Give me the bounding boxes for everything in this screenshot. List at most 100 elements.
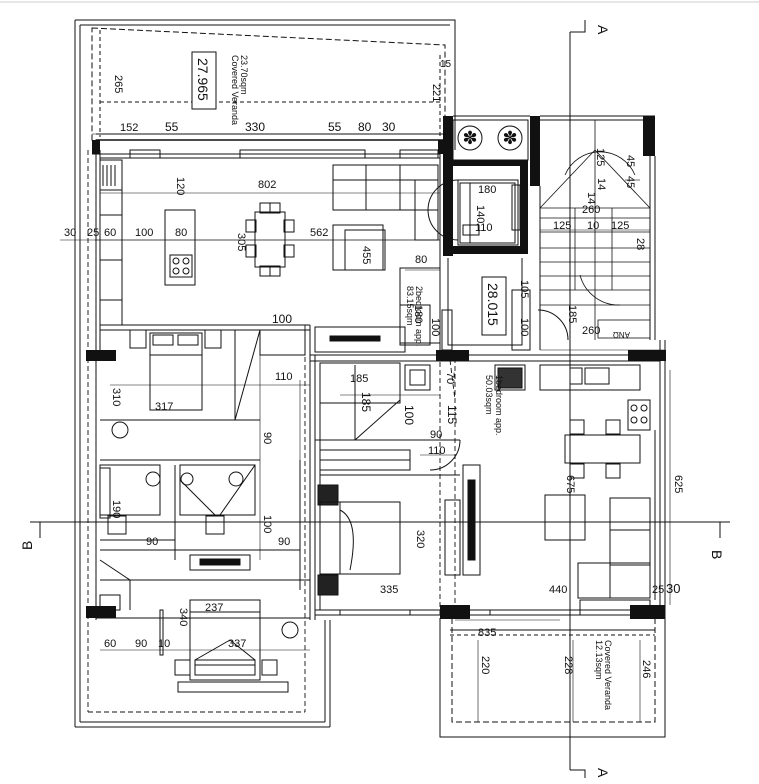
dim: 180: [478, 184, 496, 196]
section-a-top: A: [595, 25, 611, 35]
dim: 100: [429, 318, 441, 336]
south-veranda-area: 12.13sqm: [594, 640, 604, 680]
dim: 70: [444, 372, 456, 384]
dim: 115: [445, 405, 459, 424]
south-veranda-title: Covered Veranda: [603, 640, 613, 710]
bedroom-2: [100, 329, 306, 461]
dim: 330: [245, 120, 265, 134]
dim: 310: [110, 388, 122, 406]
dim: 305: [235, 233, 247, 251]
dim: 10: [158, 638, 170, 650]
dim: 80: [358, 120, 372, 134]
dim: 90: [278, 536, 290, 548]
dim: 30: [382, 120, 396, 134]
dim: 337: [228, 638, 246, 650]
dim: 100: [402, 405, 416, 425]
dim: 260: [582, 325, 600, 337]
dim: 60: [104, 227, 116, 239]
section-a-bottom: A: [595, 768, 611, 778]
stair-up-sign: ΑΝΩ: [613, 330, 630, 339]
dim: 140: [474, 205, 486, 223]
dim: 237: [205, 602, 223, 614]
section-b-left: B: [19, 541, 35, 550]
dim: 80: [175, 227, 187, 239]
dim: 675: [564, 475, 576, 493]
core-lift: [427, 179, 569, 351]
svg-text:✽: ✽: [462, 128, 477, 149]
dim: 185: [350, 373, 368, 385]
plants: ✽ ✽: [452, 119, 529, 161]
dim: 60: [104, 638, 116, 650]
apartment-box-value: 28.015: [485, 283, 501, 326]
dim: 440: [549, 584, 567, 596]
dimension-labels: 152 55 330 55 80 30 15 802 30 25 60 100 …: [64, 59, 680, 650]
dim: 455: [360, 246, 372, 264]
veranda-title: Covered Veranda: [230, 55, 240, 125]
dim: 180: [412, 305, 424, 323]
dim: 220: [479, 656, 491, 674]
app1-title: 1bedroom app.: [494, 375, 504, 436]
apartment-2bed-label: 2bedroom app. 83.15sqm: [405, 286, 424, 347]
section-markers: A A B B: [19, 25, 725, 778]
dim: 320: [414, 530, 426, 548]
stairs: [539, 120, 651, 340]
dim: 625: [672, 475, 684, 493]
dim: 562: [310, 227, 328, 239]
dim: 221: [430, 84, 442, 102]
north-windows: [129, 149, 439, 159]
dim: 90: [430, 429, 442, 441]
dim: 110: [275, 371, 293, 383]
dim: 30: [666, 581, 680, 596]
dim: 265: [112, 75, 124, 93]
dim: 55: [328, 120, 342, 134]
veranda-area: 23.70sqm: [239, 55, 249, 95]
apartment-1bed-label: 1bedroom app. 50.03sqm: [484, 375, 504, 436]
one-bed-apartment: [315, 362, 656, 616]
dim: 260: [582, 204, 600, 216]
dim: 228: [562, 656, 574, 674]
dim: 100: [135, 227, 153, 239]
dim: 90: [135, 638, 147, 650]
dim: 835: [478, 627, 496, 639]
dim: 90: [146, 536, 158, 548]
dim: 100: [261, 515, 273, 533]
dim: 45: [624, 155, 636, 167]
dimension-lines: [60, 133, 671, 722]
dim: 246: [640, 660, 652, 678]
bathrooms-left: [99, 460, 310, 611]
dim: 335: [380, 584, 398, 596]
dim: 80: [415, 254, 427, 266]
unit-boundary: [87, 150, 456, 713]
dim: 152: [120, 122, 138, 134]
dim: 120: [174, 177, 186, 195]
main-walls: [86, 116, 666, 619]
dim: 185: [359, 392, 373, 412]
dim: 10: [587, 220, 599, 232]
dim: 190: [110, 500, 122, 518]
dim: 100: [518, 318, 530, 336]
apartment-box: [481, 276, 507, 336]
app1-area: 50.03sqm: [484, 375, 494, 415]
north-veranda-label: Covered Veranda 23.70sqm 27.965: [191, 51, 249, 125]
dim: 110: [475, 222, 493, 234]
dim: 125: [611, 220, 629, 232]
dim: 14: [595, 178, 607, 190]
dim: 28: [634, 238, 646, 250]
dim: 340: [177, 608, 189, 626]
dim: 185: [566, 305, 578, 323]
dim: 125: [553, 220, 571, 232]
section-lines: [30, 20, 730, 778]
app2-area: 83.15sqm: [405, 286, 415, 326]
section-b-right: B: [709, 550, 725, 559]
svg-text:✽: ✽: [502, 128, 517, 149]
south-veranda-label: Covered Veranda 12.13sqm: [594, 640, 613, 710]
dim: 100: [272, 312, 292, 326]
dim: 15: [440, 59, 452, 70]
dim: 55: [165, 120, 179, 134]
dim: 802: [258, 179, 276, 191]
dim: 45: [624, 176, 636, 188]
veranda-box: [191, 51, 217, 110]
site-boundary: [74, 19, 456, 728]
dim: 125: [594, 148, 606, 166]
